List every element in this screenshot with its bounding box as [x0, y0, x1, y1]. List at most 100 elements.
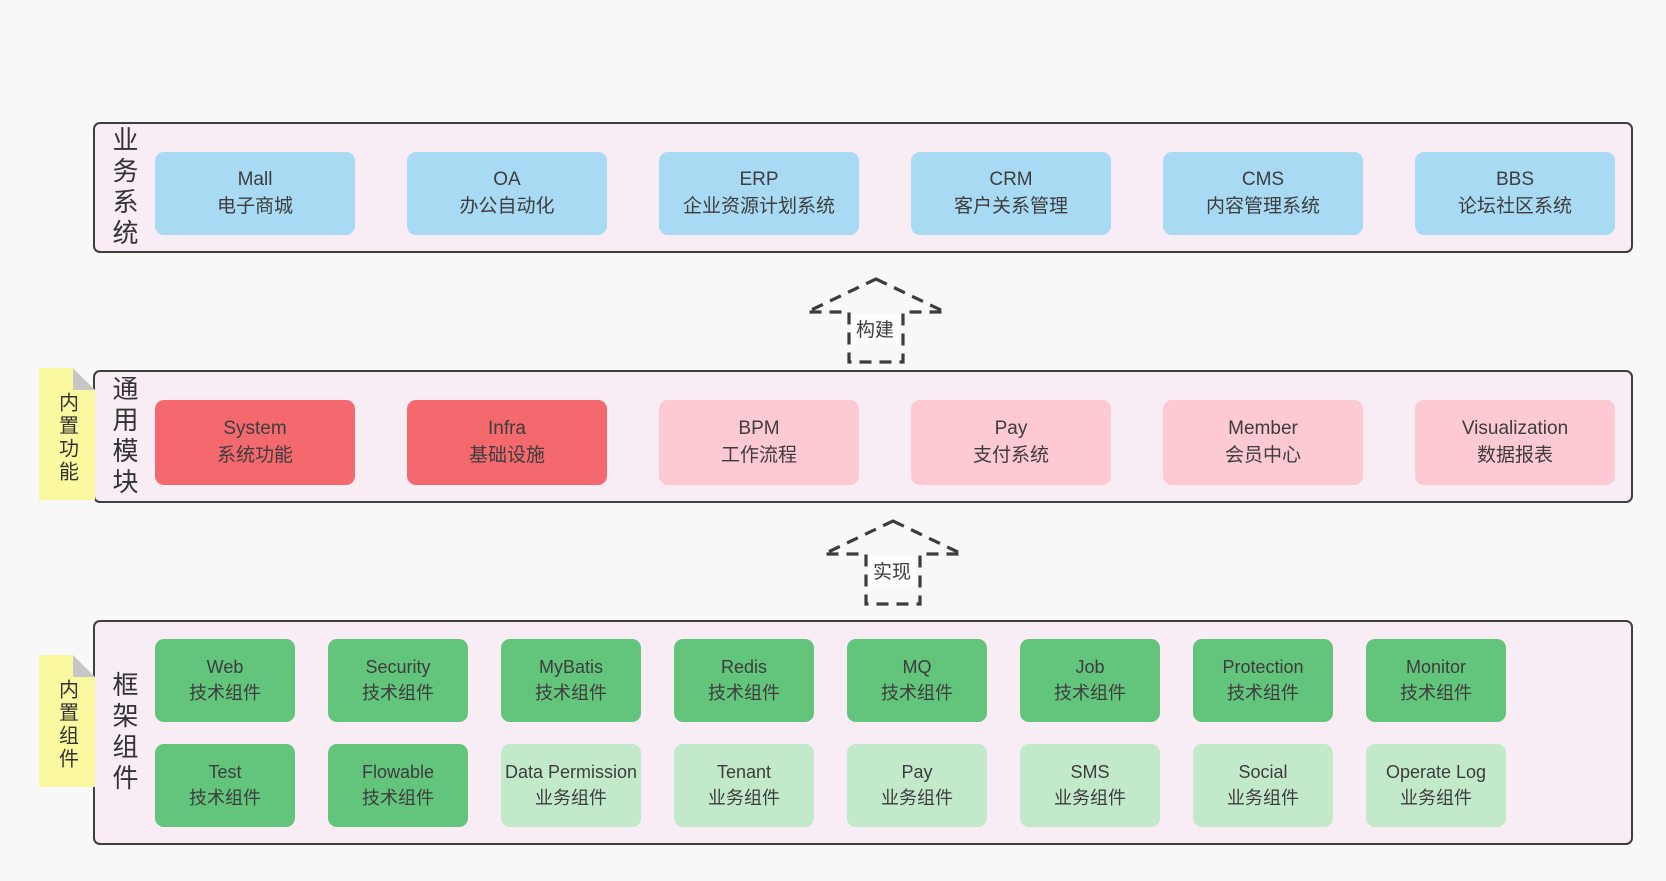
box-title: Security [365, 656, 431, 677]
box-subtitle: 技术组件 [362, 787, 434, 808]
common-modules-panel: 通用模块 System 系统功能 Infra 基础设施 BPM 工作流程 Pay… [93, 370, 1633, 503]
builtin-features-note-label: 内置功能 [55, 392, 78, 484]
box-title: CMS [1241, 168, 1285, 190]
box-subtitle: 工作流程 [720, 444, 797, 466]
box-subtitle: 业务组件 [1054, 787, 1126, 808]
box-title: Pay [994, 417, 1028, 439]
box-title: Flowable [361, 761, 435, 782]
common-modules-row: System 系统功能 Infra 基础设施 BPM 工作流程 Pay 支付系统… [155, 400, 1615, 485]
box-subtitle: 基础设施 [468, 444, 545, 466]
box-title: Job [1075, 656, 1105, 677]
box-mq: MQ 技术组件 [847, 639, 987, 722]
box-oa: OA 办公自动化 [407, 152, 607, 235]
box-erp: ERP 企业资源计划系统 [659, 152, 859, 235]
box-visualization: Visualization 数据报表 [1415, 400, 1615, 485]
box-subtitle: 企业资源计划系统 [682, 195, 835, 217]
box-subtitle: 技术组件 [881, 682, 953, 703]
box-subtitle: 业务组件 [881, 787, 953, 808]
box-cms: CMS 内容管理系统 [1163, 152, 1363, 235]
box-test: Test 技术组件 [155, 744, 295, 827]
box-subtitle: 技术组件 [189, 682, 261, 703]
box-infra: Infra 基础设施 [407, 400, 607, 485]
box-title: Web [206, 656, 244, 677]
box-title: Operate Log [1385, 761, 1487, 782]
box-crm: CRM 客户关系管理 [911, 152, 1111, 235]
box-subtitle: 支付系统 [972, 444, 1049, 466]
box-subtitle: 业务组件 [708, 787, 780, 808]
box-bbs: BBS 论坛社区系统 [1415, 152, 1615, 235]
box-title: SMS [1070, 761, 1110, 782]
box-protection: Protection 技术组件 [1193, 639, 1333, 722]
framework-row-1: Web 技术组件 Security 技术组件 MyBatis 技术组件 Redi… [155, 639, 1506, 722]
box-redis: Redis 技术组件 [674, 639, 814, 722]
box-title: MyBatis [538, 656, 603, 677]
box-title: Tenant [716, 761, 772, 782]
box-title: Mall [237, 168, 273, 190]
box-pay-biz: Pay 业务组件 [847, 744, 987, 827]
box-title: Monitor [1405, 656, 1467, 677]
box-monitor: Monitor 技术组件 [1366, 639, 1506, 722]
box-title: System [223, 417, 287, 439]
box-subtitle: 技术组件 [362, 682, 434, 703]
box-tenant: Tenant 业务组件 [674, 744, 814, 827]
box-subtitle: 技术组件 [1054, 682, 1126, 703]
box-member: Member 会员中心 [1163, 400, 1363, 485]
box-mall: Mall 电子商城 [155, 152, 355, 235]
box-flowable: Flowable 技术组件 [328, 744, 468, 827]
box-subtitle: 数据报表 [1476, 444, 1553, 466]
box-subtitle: 电子商城 [216, 195, 293, 217]
framework-components-panel: 框架组件 Web 技术组件 Security 技术组件 MyBatis 技术组件… [93, 620, 1633, 845]
box-subtitle: 技术组件 [1400, 682, 1472, 703]
box-title: BBS [1495, 168, 1535, 190]
box-web: Web 技术组件 [155, 639, 295, 722]
box-title: Pay [901, 761, 933, 782]
box-system: System 系统功能 [155, 400, 355, 485]
box-social: Social 业务组件 [1193, 744, 1333, 827]
box-title: Data Permission [504, 761, 638, 782]
build-arrow-label: 构建 [850, 314, 900, 343]
framework-row-2: Test 技术组件 Flowable 技术组件 Data Permission … [155, 744, 1506, 827]
box-title: Redis [720, 656, 768, 677]
business-panel-label: 业务系统 [109, 125, 139, 250]
box-title: Infra [487, 417, 527, 439]
builtin-components-note-label: 内置组件 [55, 679, 78, 771]
box-subtitle: 业务组件 [1400, 787, 1472, 808]
box-title: MQ [902, 656, 932, 677]
box-subtitle: 技术组件 [708, 682, 780, 703]
builtin-components-note: 内置组件 [39, 655, 95, 787]
box-title: Test [208, 761, 242, 782]
framework-panel-label: 框架组件 [109, 670, 139, 795]
note-fold-icon [73, 368, 95, 390]
box-subtitle: 业务组件 [1227, 787, 1299, 808]
box-subtitle: 办公自动化 [459, 195, 555, 217]
build-arrow: 构建 [800, 276, 950, 364]
box-subtitle: 系统功能 [216, 444, 293, 466]
box-operate-log: Operate Log 业务组件 [1366, 744, 1506, 827]
box-pay: Pay 支付系统 [911, 400, 1111, 485]
box-title: Visualization [1461, 417, 1569, 439]
box-bpm: BPM 工作流程 [659, 400, 859, 485]
box-title: OA [493, 168, 521, 190]
box-title: ERP [739, 168, 779, 190]
box-title: BPM [738, 417, 780, 439]
dashed-up-arrow-icon [823, 519, 963, 606]
implement-arrow-label: 实现 [867, 556, 917, 585]
box-data-permission: Data Permission 业务组件 [501, 744, 641, 827]
dashed-up-arrow-icon [806, 277, 946, 364]
box-subtitle: 技术组件 [189, 787, 261, 808]
business-systems-panel: 业务系统 Mall 电子商城 OA 办公自动化 ERP 企业资源计划系统 CRM… [93, 122, 1633, 253]
box-subtitle: 内容管理系统 [1205, 195, 1320, 217]
box-title: CRM [989, 168, 1033, 190]
note-fold-icon [73, 655, 95, 677]
box-title: Member [1228, 417, 1298, 439]
box-security: Security 技术组件 [328, 639, 468, 722]
box-subtitle: 论坛社区系统 [1457, 195, 1572, 217]
modules-panel-label: 通用模块 [109, 374, 139, 499]
box-sms: SMS 业务组件 [1020, 744, 1160, 827]
box-subtitle: 业务组件 [535, 787, 607, 808]
business-systems-row: Mall 电子商城 OA 办公自动化 ERP 企业资源计划系统 CRM 客户关系… [155, 152, 1615, 235]
box-subtitle: 技术组件 [535, 682, 607, 703]
box-subtitle: 会员中心 [1224, 444, 1301, 466]
box-title: Social [1238, 761, 1288, 782]
